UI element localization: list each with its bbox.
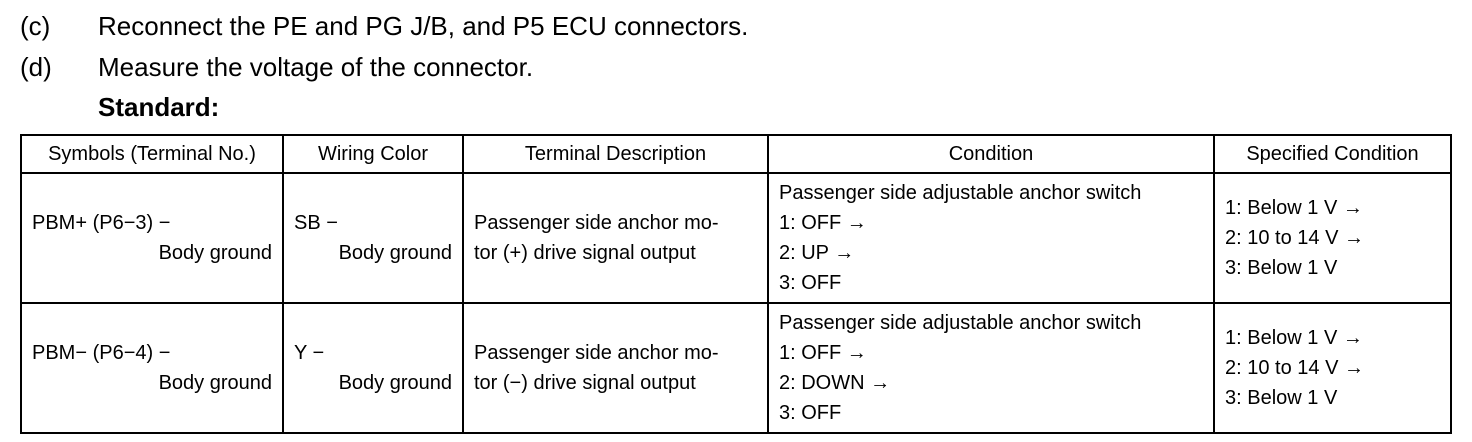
- specified-line: 3: Below 1 V: [1225, 387, 1338, 409]
- header-specified-condition: Specified Condition: [1213, 134, 1452, 174]
- condition-line: 2: DOWN →: [779, 372, 891, 394]
- condition-line: Passenger side adjustable anchor switch: [779, 182, 1142, 204]
- cell-wiring-color: Y − Body ground: [282, 302, 464, 434]
- wiring-ground: Body ground: [338, 372, 452, 394]
- condition-line: 1: OFF →: [779, 212, 867, 234]
- table-row: PBM+ (P6−3) − Body ground SB − Body grou…: [20, 172, 1452, 304]
- condition-line: 2: UP →: [779, 242, 855, 264]
- standard-table: Symbols (Terminal No.) Wiring Color Term…: [20, 134, 1452, 434]
- symbol-terminal: PBM− (P6−4) −: [32, 342, 171, 364]
- wiring-color: Y −: [294, 342, 325, 364]
- specified-line: 2: 10 to 14 V →: [1225, 357, 1364, 379]
- symbol-ground: Body ground: [158, 372, 272, 394]
- condition-line: Passenger side adjustable anchor switch: [779, 312, 1142, 334]
- cell-symbol: PBM+ (P6−3) − Body ground: [20, 172, 284, 304]
- header-condition: Condition: [767, 134, 1215, 174]
- header-wiring-color: Wiring Color: [282, 134, 464, 174]
- specified-line: 2: 10 to 14 V →: [1225, 227, 1364, 249]
- wiring-ground: Body ground: [338, 242, 452, 264]
- condition-line: 3: OFF: [779, 272, 842, 294]
- description-line: Passenger side anchor mo-: [474, 342, 719, 364]
- cell-wiring-color: SB − Body ground: [282, 172, 464, 304]
- condition-line: 1: OFF →: [779, 342, 867, 364]
- step-text: Measure the voltage of the connector.: [98, 52, 534, 82]
- symbol-ground: Body ground: [158, 242, 272, 264]
- standard-heading: Standard:: [98, 92, 220, 122]
- cell-specified-condition: 1: Below 1 V → 2: 10 to 14 V → 3: Below …: [1213, 302, 1452, 434]
- cell-condition: Passenger side adjustable anchor switch …: [767, 172, 1215, 304]
- step-d: (d) Measure the voltage of the connector.: [20, 52, 533, 82]
- step-c: (c) Reconnect the PE and PG J/B, and P5 E…: [20, 11, 748, 41]
- cell-description: Passenger side anchor mo- tor (+) drive …: [462, 172, 769, 304]
- cell-condition: Passenger side adjustable anchor switch …: [767, 302, 1215, 434]
- specified-line: 1: Below 1 V →: [1225, 197, 1363, 219]
- step-letter: (d): [20, 52, 52, 82]
- specified-line: 3: Below 1 V: [1225, 257, 1338, 279]
- wiring-color: SB −: [294, 212, 338, 234]
- cell-specified-condition: 1: Below 1 V → 2: 10 to 14 V → 3: Below …: [1213, 172, 1452, 304]
- description-line: tor (+) drive signal output: [474, 242, 696, 264]
- step-text: Reconnect the PE and PG J/B, and P5 ECU …: [98, 11, 749, 41]
- specified-line: 1: Below 1 V →: [1225, 327, 1363, 349]
- description-line: tor (−) drive signal output: [474, 372, 696, 394]
- condition-line: 3: OFF: [779, 402, 842, 424]
- header-terminal-description: Terminal Description: [462, 134, 769, 174]
- table-row: PBM− (P6−4) − Body ground Y − Body groun…: [20, 302, 1452, 434]
- cell-description: Passenger side anchor mo- tor (−) drive …: [462, 302, 769, 434]
- header-symbols: Symbols (Terminal No.): [20, 134, 284, 174]
- cell-symbol: PBM− (P6−4) − Body ground: [20, 302, 284, 434]
- description-line: Passenger side anchor mo-: [474, 212, 719, 234]
- step-letter: (c): [20, 11, 51, 41]
- symbol-terminal: PBM+ (P6−3) −: [32, 212, 171, 234]
- table-header-row: Symbols (Terminal No.) Wiring Color Term…: [20, 134, 1452, 174]
